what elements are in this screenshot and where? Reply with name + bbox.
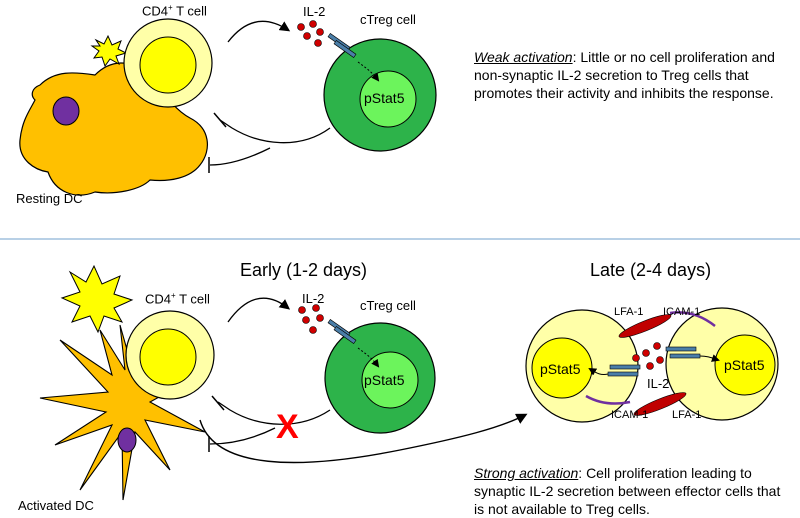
late-stage-title: Late (2-4 days) bbox=[590, 260, 712, 280]
treg-label-top: cTreg cell bbox=[360, 12, 416, 27]
blocked-inhibition-bar-1 bbox=[211, 395, 225, 411]
il2-molecules-top bbox=[297, 20, 324, 47]
il2-receptor-top bbox=[327, 33, 357, 58]
pstat5-label-top: pStat5 bbox=[364, 90, 405, 106]
il2-secretion-arrow-top bbox=[227, 20, 291, 43]
blocked-inhibition-line-1 bbox=[217, 401, 331, 425]
inhibition-line-top bbox=[219, 119, 331, 144]
cd4-t-cell-top-nucleus bbox=[139, 36, 197, 94]
activated-dc-label: Activated DC bbox=[18, 498, 94, 513]
lfa1-icam1-bottom bbox=[585, 392, 687, 416]
effector-cell-right-nucleus bbox=[714, 334, 776, 396]
activation-spark-small bbox=[90, 34, 128, 68]
il2-label-late: IL-2 bbox=[647, 376, 670, 391]
il2-receptor-bottom bbox=[327, 319, 357, 344]
blocked-mark: X bbox=[276, 408, 299, 446]
lfa1-label-bottom: LFA-1 bbox=[672, 409, 702, 421]
late-signal-arrow-left bbox=[588, 367, 609, 376]
pstat5-label-late-left: pStat5 bbox=[540, 361, 581, 377]
cd4-t-cell-bottom-nucleus bbox=[139, 328, 197, 386]
activated-dc-nucleus bbox=[117, 427, 137, 453]
lfa1-icam1-top bbox=[618, 311, 716, 338]
icam1-label-top: ICAM-1 bbox=[663, 306, 701, 318]
progression-arrow bbox=[199, 413, 528, 464]
icam1-label-bottom: ICAM-1 bbox=[611, 409, 649, 421]
early-stage-title: Early (1-2 days) bbox=[240, 260, 368, 280]
strong-activation-description: Strong activation: Cell proliferation le… bbox=[474, 465, 781, 517]
dc-nucleus bbox=[52, 96, 80, 126]
il2-molecules-late bbox=[632, 342, 664, 370]
weak-activation-description: Weak activation: Little or no cell proli… bbox=[474, 49, 775, 101]
il2-label-top: IL-2 bbox=[303, 4, 326, 19]
cd4-label-top: CD4+ T cell bbox=[142, 3, 207, 19]
il2-molecules-bottom bbox=[298, 304, 324, 334]
il2-secretion-arrow-bottom bbox=[227, 297, 291, 323]
inhibition-line-top-2 bbox=[209, 147, 271, 166]
inhibition-bar-1-top bbox=[213, 112, 227, 128]
late-signal-arrow-right bbox=[699, 354, 720, 362]
cd4-label-bottom: CD4+ T cell bbox=[145, 291, 210, 307]
pstat5-label-bottom: pStat5 bbox=[364, 372, 405, 388]
resting-dc-label: Resting DC bbox=[16, 191, 83, 206]
lfa1-label-top: LFA-1 bbox=[614, 306, 644, 318]
activation-spark-large bbox=[60, 264, 134, 334]
il2-label-bottom: IL-2 bbox=[302, 291, 325, 306]
stat5-signal-arrow-bottom bbox=[357, 347, 380, 368]
blocked-inhibition-line-2 bbox=[209, 427, 276, 445]
pstat5-label-late-right: pStat5 bbox=[724, 357, 765, 373]
treg-cell-top-inner bbox=[359, 70, 417, 128]
stat5-signal-arrow-top bbox=[357, 61, 380, 82]
treg-label-bottom: cTreg cell bbox=[360, 298, 416, 313]
